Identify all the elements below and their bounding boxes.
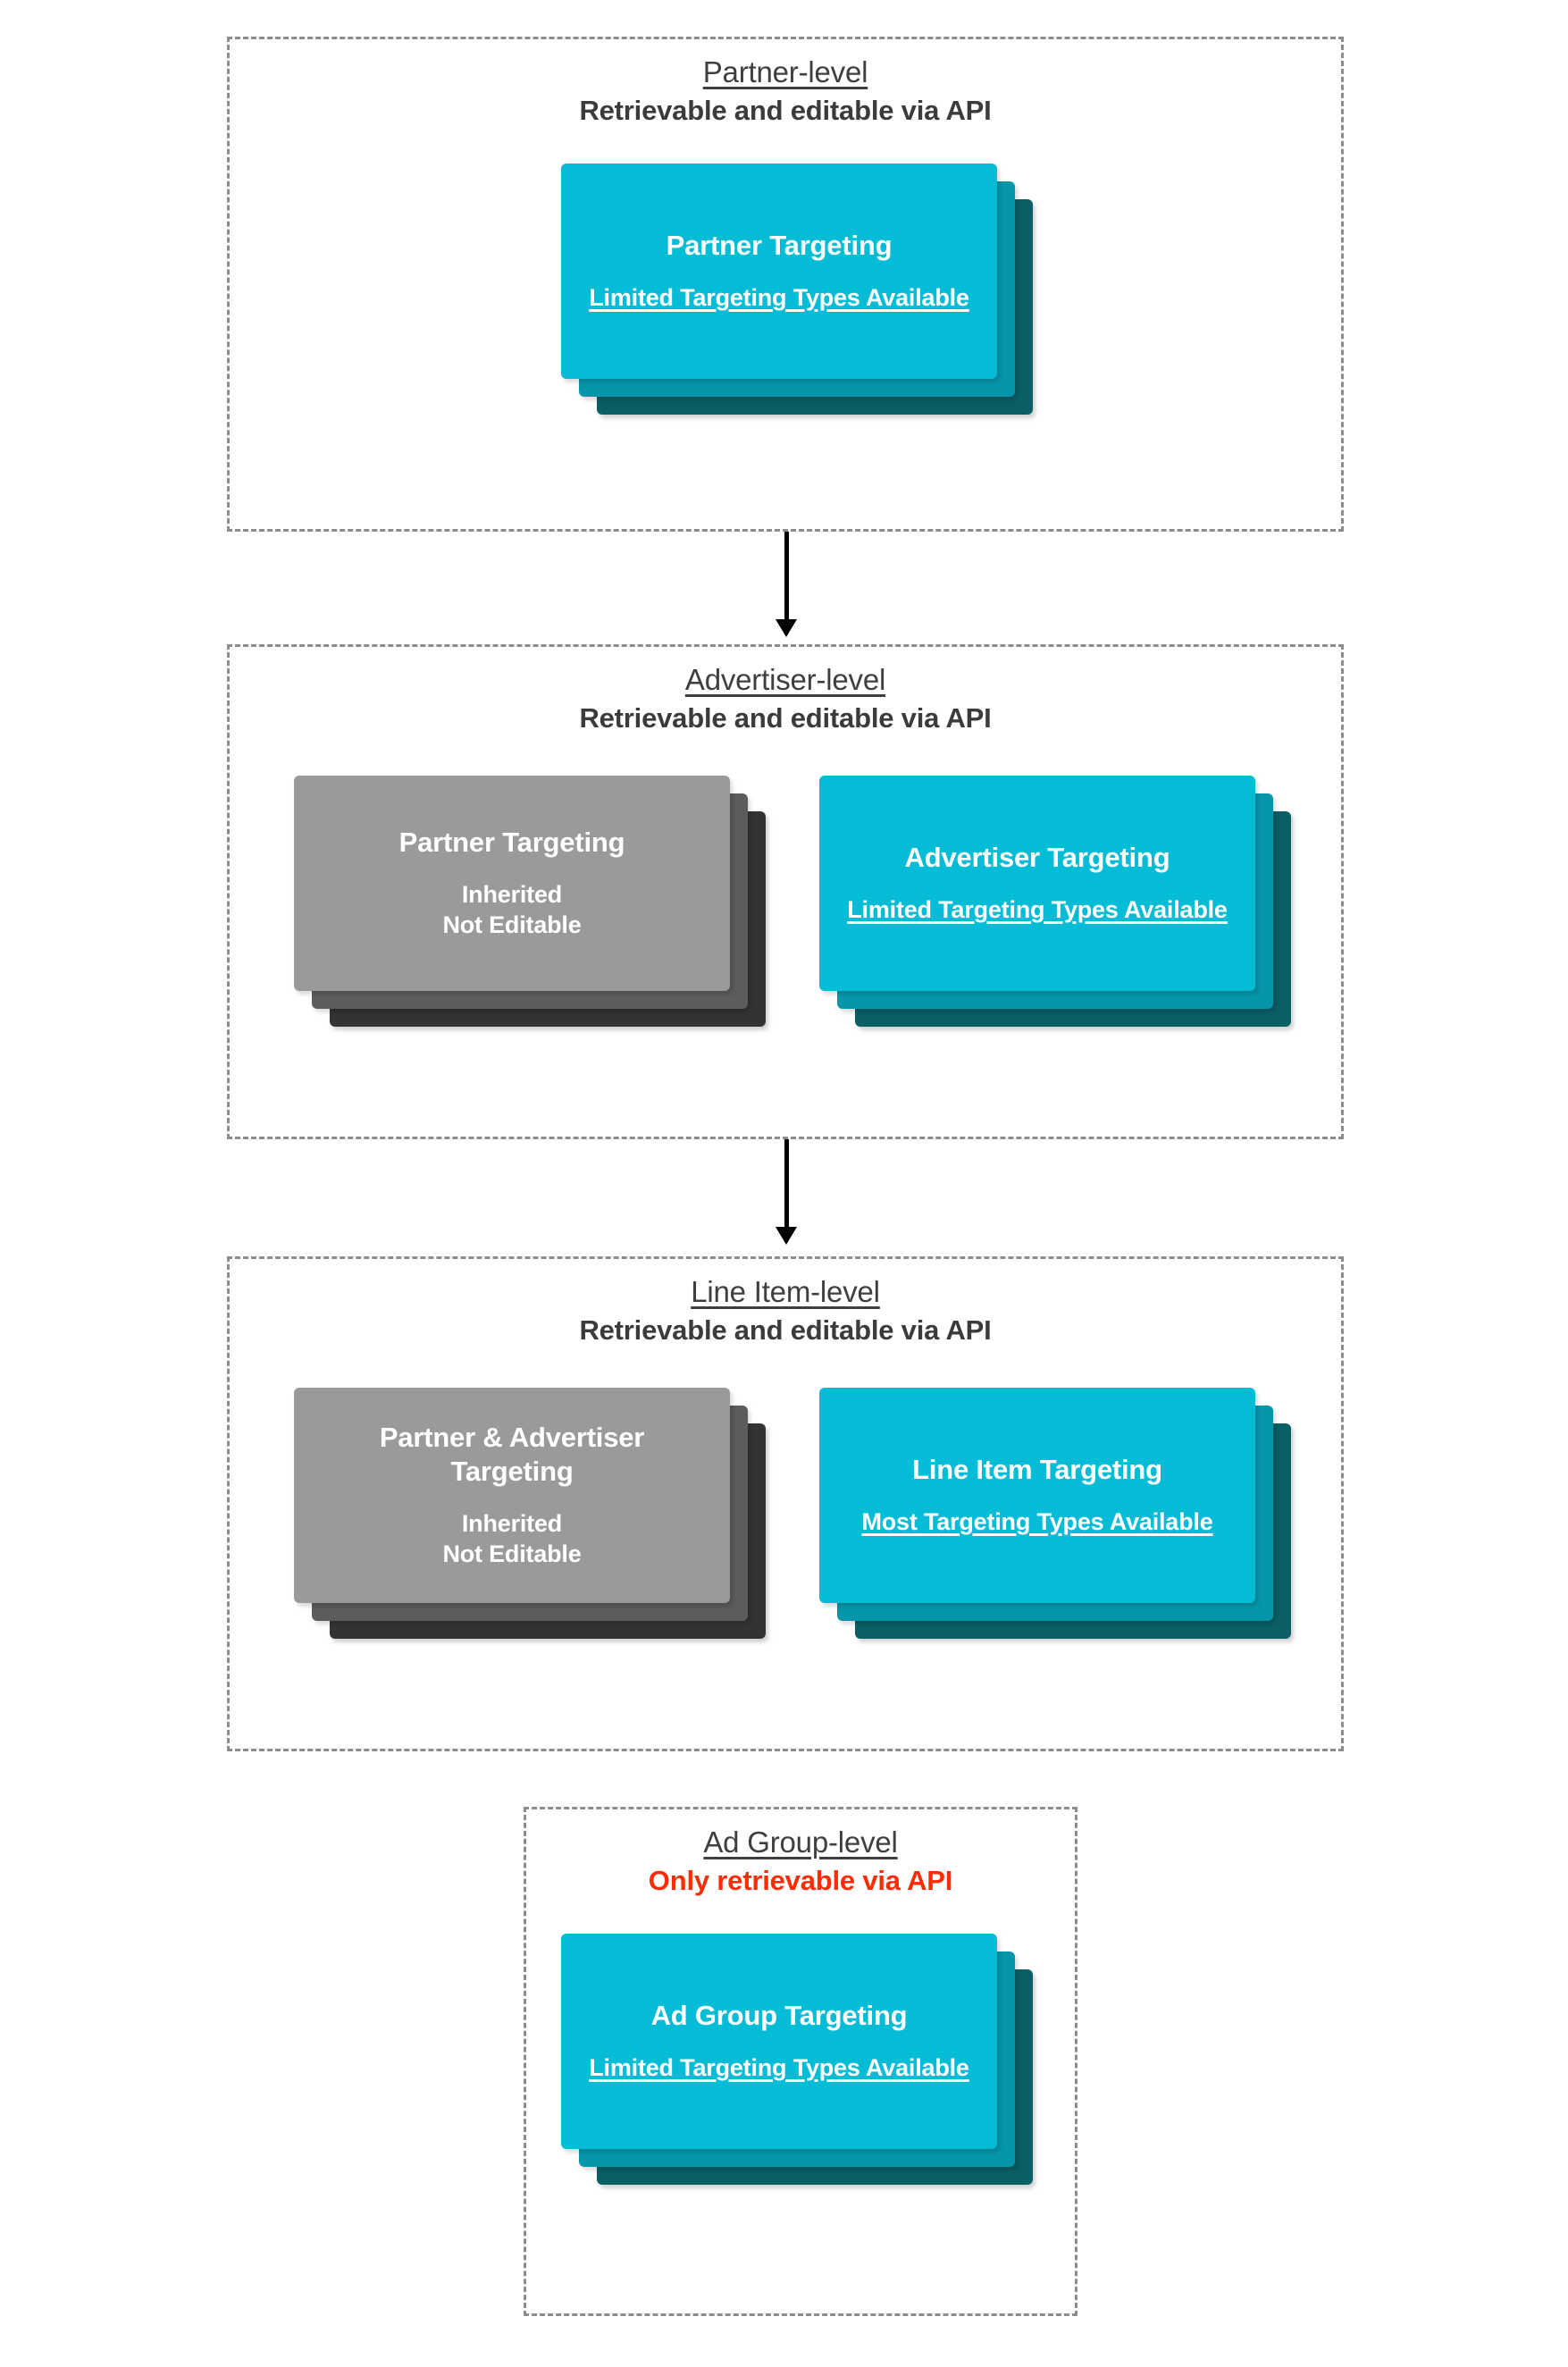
card-title: Ad Group Targeting: [650, 2000, 908, 2032]
card-layer-front: Ad Group Targeting Limited Targeting Typ…: [561, 1934, 997, 2149]
card-title: Partner Targeting: [666, 230, 893, 262]
card-inherited-partner-targeting[interactable]: Partner Targeting Inherited Not Editable: [294, 776, 766, 1027]
arrow-partner-to-advertiser: [768, 532, 804, 639]
advertiser-level-container: Advertiser-level Retrievable and editabl…: [227, 644, 1344, 1139]
card-subtitle: Limited Targeting Types Available: [847, 896, 1228, 924]
advertiser-level-subtitle: Retrievable and editable via API: [579, 701, 992, 734]
line-item-level-subtitle: Retrievable and editable via API: [579, 1314, 992, 1346]
arrow-advertiser-to-line-item: [768, 1139, 804, 1246]
ad-group-level-header: Ad Group-level Only retrievable via API: [526, 1826, 1075, 1897]
card-content: Partner Targeting Inherited Not Editable: [294, 776, 730, 991]
card-content: Partner & Advertiser Targeting Inherited…: [294, 1388, 730, 1603]
card-layer-front: Partner & Advertiser Targeting Inherited…: [294, 1388, 730, 1603]
card-title: Partner Targeting: [398, 827, 625, 859]
ad-group-level-container: Ad Group-level Only retrievable via API …: [524, 1807, 1077, 2316]
card-content: Ad Group Targeting Limited Targeting Typ…: [561, 1934, 997, 2149]
card-layer-front: Partner Targeting Limited Targeting Type…: [561, 164, 997, 379]
card-subtitle: Limited Targeting Types Available: [589, 284, 969, 312]
advertiser-level-title: Advertiser-level: [684, 663, 886, 696]
arrow-shaft: [784, 1139, 789, 1229]
card-content: Line Item Targeting Most Targeting Types…: [819, 1388, 1255, 1603]
line-item-level-title: Line Item-level: [691, 1275, 880, 1308]
card-content: Partner Targeting Limited Targeting Type…: [561, 164, 997, 379]
card-ad-group-targeting[interactable]: Ad Group Targeting Limited Targeting Typ…: [561, 1934, 1033, 2185]
arrow-head-icon: [776, 619, 797, 637]
line-item-level-header: Line Item-level Retrievable and editable…: [230, 1275, 1341, 1347]
arrow-head-icon: [776, 1227, 797, 1245]
card-advertiser-targeting[interactable]: Advertiser Targeting Limited Targeting T…: [819, 776, 1291, 1027]
card-title: Line Item Targeting: [912, 1454, 1162, 1486]
card-content: Advertiser Targeting Limited Targeting T…: [819, 776, 1255, 991]
card-title: Partner & Advertiser Targeting: [379, 1422, 645, 1488]
card-title: Advertiser Targeting: [904, 842, 1170, 874]
card-subtitle: Limited Targeting Types Available: [589, 2054, 969, 2082]
partner-level-container: Partner-level Retrievable and editable v…: [227, 37, 1344, 532]
card-layer-front: Partner Targeting Inherited Not Editable: [294, 776, 730, 991]
card-line-item-targeting[interactable]: Line Item Targeting Most Targeting Types…: [819, 1388, 1291, 1639]
card-subtitle: Most Targeting Types Available: [861, 1508, 1213, 1536]
partner-level-title: Partner-level: [702, 55, 868, 88]
card-subtitle: Inherited Not Editable: [442, 881, 582, 939]
card-partner-targeting[interactable]: Partner Targeting Limited Targeting Type…: [561, 164, 1033, 415]
card-inherited-partner-advertiser-targeting[interactable]: Partner & Advertiser Targeting Inherited…: [294, 1388, 766, 1639]
partner-level-subtitle: Retrievable and editable via API: [579, 94, 992, 126]
card-subtitle: Inherited Not Editable: [442, 1510, 582, 1568]
arrow-shaft: [784, 532, 789, 621]
partner-level-header: Partner-level Retrievable and editable v…: [230, 55, 1341, 127]
line-item-level-container: Line Item-level Retrievable and editable…: [227, 1256, 1344, 1751]
advertiser-level-header: Advertiser-level Retrievable and editabl…: [230, 663, 1341, 734]
ad-group-level-title: Ad Group-level: [703, 1826, 898, 1859]
ad-group-level-subtitle: Only retrievable via API: [648, 1864, 953, 1896]
card-layer-front: Advertiser Targeting Limited Targeting T…: [819, 776, 1255, 991]
card-layer-front: Line Item Targeting Most Targeting Types…: [819, 1388, 1255, 1603]
